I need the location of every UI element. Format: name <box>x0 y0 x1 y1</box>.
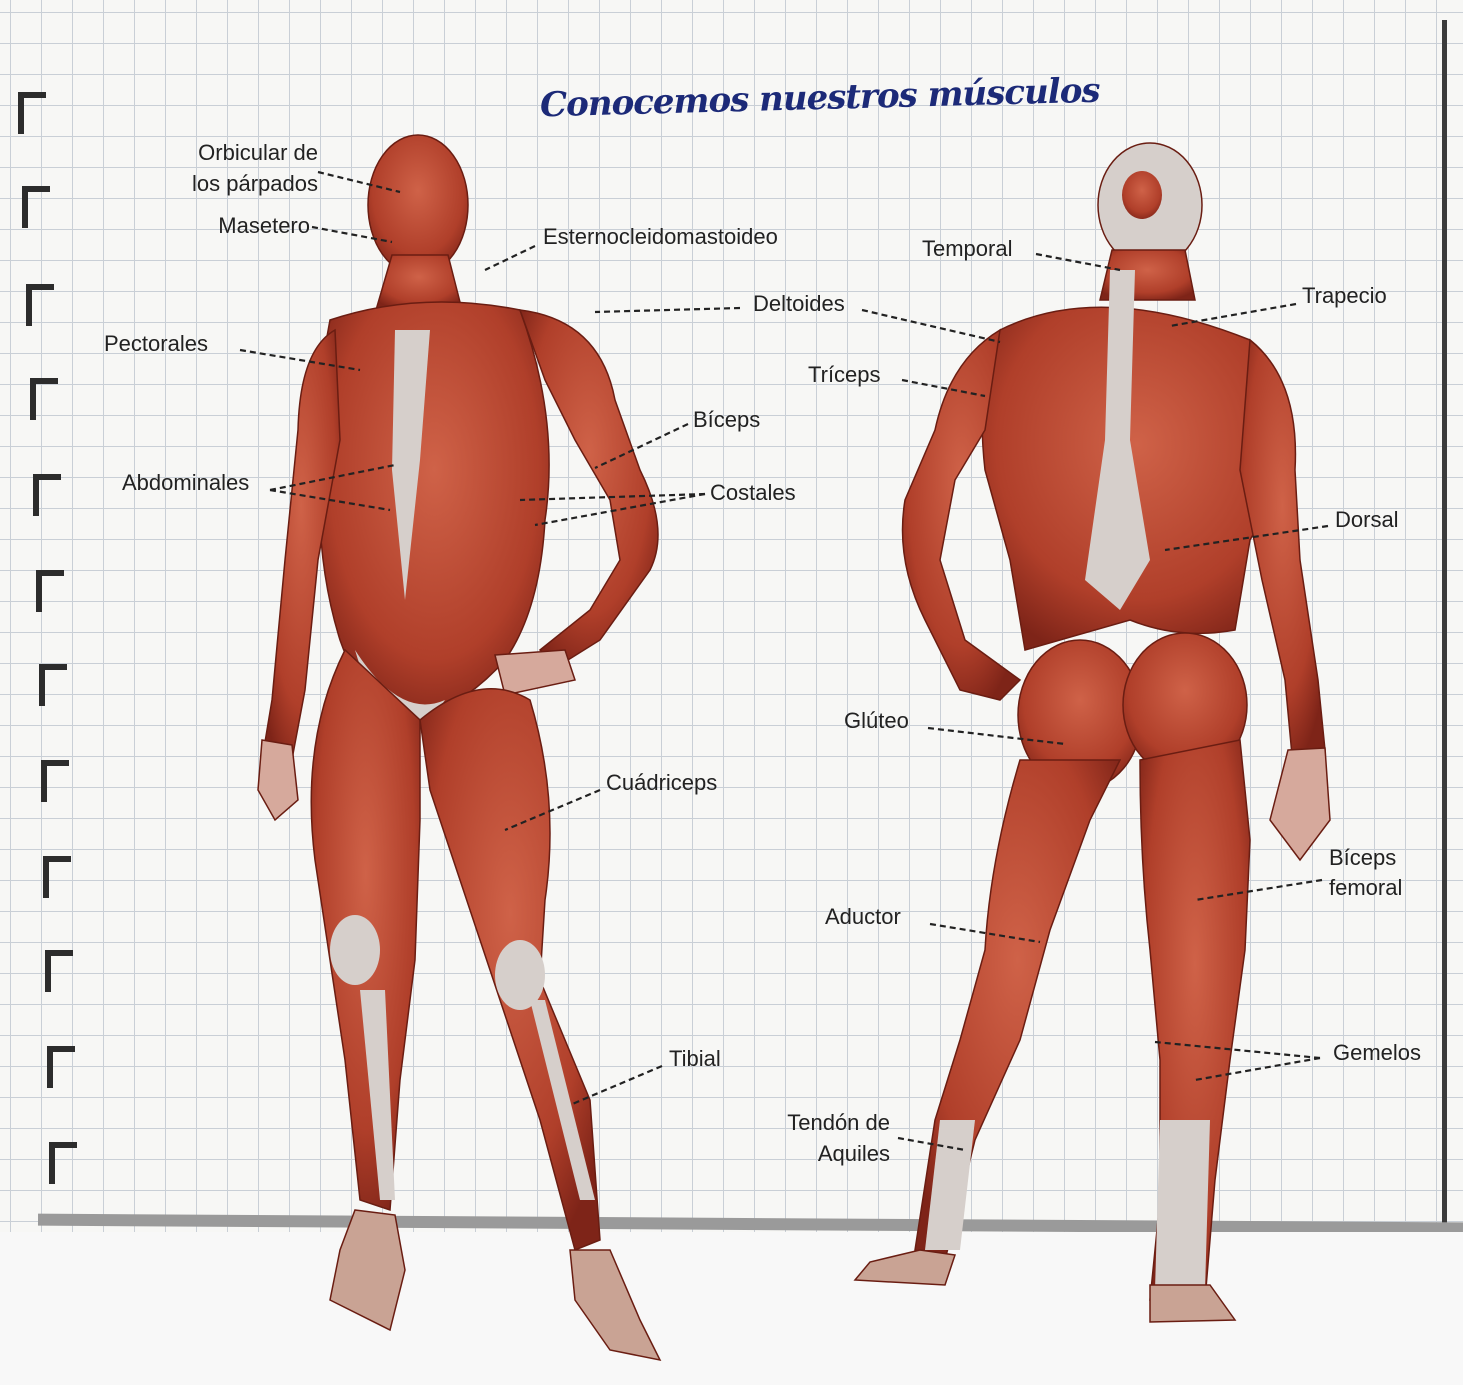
label-biceps: Bíceps <box>693 404 760 435</box>
leader-line <box>1165 526 1328 550</box>
label-biceps-femoral: Bíceps <box>1329 842 1396 873</box>
leader-line <box>270 465 395 490</box>
leader-line <box>485 246 535 270</box>
label-aquiles-line2: Aquiles <box>760 1138 890 1169</box>
label-pectorales: Pectorales <box>104 328 208 359</box>
label-esternocleidomastoideo: Esternocleidomastoideo <box>543 221 778 252</box>
label-aquiles: Tendón de <box>760 1107 890 1138</box>
leader-line <box>1170 304 1296 326</box>
leader-line <box>1036 254 1120 270</box>
label-costales: Costales <box>710 477 796 508</box>
label-gemelos: Gemelos <box>1333 1037 1421 1068</box>
leader-line <box>1195 1058 1320 1080</box>
label-tibial: Tibial <box>669 1043 721 1074</box>
label-trapecio: Trapecio <box>1302 280 1387 311</box>
label-aductor: Aductor <box>825 901 901 932</box>
label-temporal: Temporal <box>922 233 1012 264</box>
leader-line <box>902 380 985 396</box>
leader-line <box>318 172 400 192</box>
label-dorsal: Dorsal <box>1335 504 1399 535</box>
leader-line <box>240 350 360 370</box>
leader-line <box>505 790 600 830</box>
label-gluteo: Glúteo <box>844 705 909 736</box>
leader-line <box>520 494 705 500</box>
leader-line <box>1155 1042 1320 1058</box>
leader-line <box>898 1138 965 1150</box>
leader-line <box>570 1066 662 1105</box>
label-cuadriceps: Cuádriceps <box>606 767 717 798</box>
label-masetero: Masetero <box>160 210 310 241</box>
label-abdominales: Abdominales <box>122 467 249 498</box>
leader-line <box>595 308 740 312</box>
label-biceps-femoral-line2: femoral <box>1329 872 1402 903</box>
leader-line <box>270 490 390 510</box>
label-triceps: Tríceps <box>808 359 881 390</box>
leader-line <box>862 310 1000 342</box>
leader-line <box>928 728 1065 744</box>
label-deltoides: Deltoides <box>753 288 845 319</box>
leader-line <box>1195 880 1322 900</box>
label-orbicular: Orbicular de <box>150 137 318 168</box>
leader-line <box>312 227 392 242</box>
leader-line <box>595 424 688 468</box>
leader-line <box>930 924 1040 942</box>
label-orbicular-line2: los párpados <box>150 168 318 199</box>
